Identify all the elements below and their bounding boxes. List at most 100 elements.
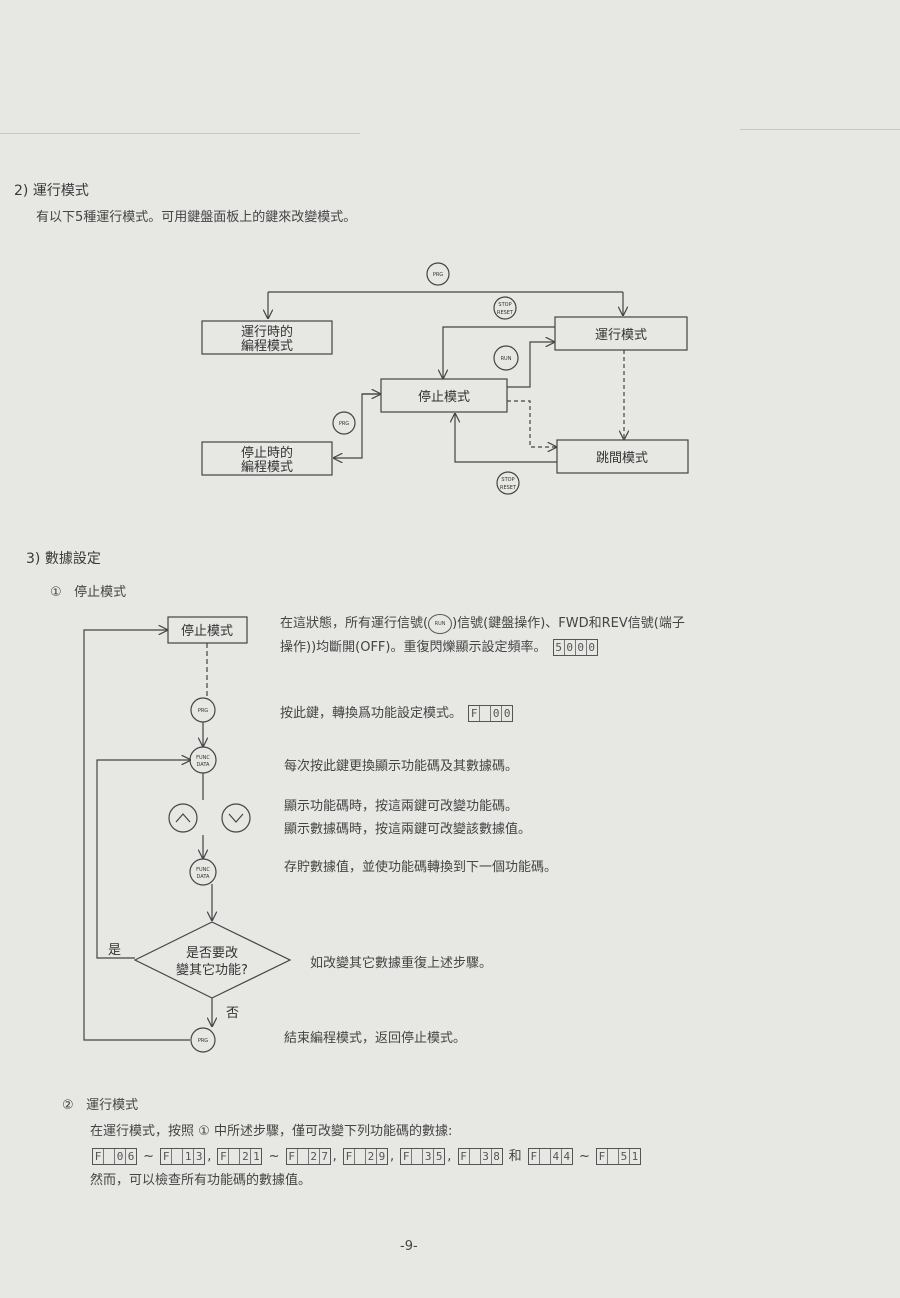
box-label: 編程模式 (241, 459, 293, 475)
run-key-icon: RUN (428, 613, 453, 634)
diamond-label: 是否要改 (186, 946, 238, 961)
page-number: -9- (400, 1239, 418, 1254)
text: 操作))均斷開(OFF)。重復閃爍顯示設定頻率。 (280, 640, 547, 655)
display-digit (355, 1149, 366, 1164)
run-key-icon: RUN (501, 356, 512, 362)
display-digit: 6 (127, 1150, 135, 1163)
desc-line-4: 每次按此鍵更換顯示功能碼及其數據碼。 (284, 759, 519, 774)
text: 在運行模式，按照 (90, 1124, 195, 1139)
subsection-title: 停止模式 (74, 585, 127, 600)
display-digit: F (597, 1149, 608, 1164)
prg-key-icon: PRG (433, 272, 443, 278)
scan-line (0, 133, 360, 134)
display-digit (608, 1149, 619, 1164)
data-key-icon: DATA (197, 762, 210, 768)
desc-line-5: 顯示功能碼時，按這兩鍵可改變功能碼。 (284, 799, 519, 814)
display-digit: F (93, 1149, 104, 1164)
display-digit (480, 706, 492, 721)
display-digit: 5 (554, 640, 565, 655)
display-digit: 3 (195, 1150, 203, 1163)
diamond-label: 變其它功能? (176, 962, 248, 978)
desc-line-6: 顯示數據碼時，按這兩鍵可改變該數據值。 (284, 822, 532, 837)
separator: , (207, 1149, 212, 1164)
box-run-programming (201, 320, 333, 355)
subsection-1-title: ① 停止模式 (50, 581, 126, 600)
box-label: 停止模式 (418, 389, 470, 405)
circled-number: ① (198, 1124, 210, 1139)
desc-line-8: 如改變其它數據重復上述步驟。 (310, 956, 493, 971)
display-digit: F (529, 1149, 540, 1164)
display-digit: F (218, 1149, 230, 1164)
display-digit: 3 (481, 1149, 492, 1164)
display-digit: 5 (619, 1149, 630, 1164)
box-label: 運行時的 (241, 324, 293, 340)
stop-key-icon: STOP (498, 302, 511, 308)
display-digit: F (401, 1149, 413, 1164)
flow-stop-label: 停止模式 (181, 623, 233, 639)
display-digit: F (287, 1149, 298, 1164)
box-stop-programming (201, 441, 333, 476)
display-digit: 1 (253, 1150, 260, 1163)
text: 中所述步驟，僅可改變下列功能碼的數據: (213, 1124, 453, 1139)
separator: , (332, 1149, 337, 1164)
prg-key-icon: PRG (339, 421, 349, 427)
box-label: 跳間模式 (596, 451, 648, 466)
display-digit: 8 (493, 1150, 500, 1163)
display-digit: 9 (378, 1150, 386, 1163)
subsection-title: 運行模式 (86, 1098, 139, 1113)
display-digit: 1 (183, 1149, 195, 1164)
separator: ~ (268, 1149, 280, 1164)
display-digit (470, 1149, 481, 1164)
display-digit (172, 1149, 184, 1164)
prg-key-icon: PRG (198, 1038, 208, 1044)
text: )信號(鍵盤操作)、FWD和REV信號(端子 (452, 616, 685, 631)
display-digit: 0 (588, 641, 595, 654)
display-digit: 2 (366, 1149, 377, 1164)
display-digit: 0 (491, 706, 503, 721)
display-digit: 0 (565, 640, 576, 655)
yes-label: 是 (108, 943, 121, 958)
scan-line (740, 129, 900, 130)
section-3-heading: 3) 數據設定 (26, 551, 101, 567)
display-digit: F (469, 706, 481, 721)
display-digit: 0 (115, 1149, 126, 1164)
box-jog-mode (556, 439, 689, 474)
display-digit: 4 (551, 1149, 562, 1164)
separator: , (447, 1149, 452, 1164)
reset-key-icon: RESET (500, 485, 517, 491)
text: 按此鍵，轉換爲功能設定模式。 (280, 706, 463, 721)
sub2-line-1: 在運行模式，按照 ① 中所述步驟，僅可改變下列功能碼的數據: (90, 1120, 452, 1139)
desc-line-1: 在這狀態，所有運行信號(RUN)信號(鍵盤操作)、FWD和REV信號(端子 (280, 612, 685, 634)
box-run-mode (554, 316, 688, 351)
display-digit: 2 (309, 1149, 320, 1164)
display-digit (229, 1149, 241, 1164)
display-digit: F (161, 1149, 173, 1164)
circled-number: ① (50, 585, 62, 600)
text: 在這狀態，所有運行信號( (280, 616, 429, 631)
box-label: 編程模式 (241, 338, 293, 354)
separator: , (389, 1149, 395, 1164)
section-2-heading: 2) 運行模式 (14, 183, 89, 199)
desc-line-9: 結束編程模式，返回停止模式。 (284, 1031, 467, 1046)
subsection-2-title: ② 運行模式 (62, 1094, 138, 1113)
display-digit: 0 (503, 707, 511, 720)
func-key-icon: FUNC (196, 755, 210, 761)
display-digit: 5 (435, 1150, 443, 1163)
desc-line-7: 存貯數據值，並使功能碼轉換到下一個功能碼。 (284, 860, 558, 875)
display-digit: 7 (321, 1150, 328, 1163)
func-key-icon: FUNC (196, 867, 210, 873)
display-digit (104, 1149, 115, 1164)
display-digit: 2 (240, 1149, 252, 1164)
display-digit: 1 (631, 1150, 639, 1163)
reset-key-icon: RESET (497, 310, 514, 316)
